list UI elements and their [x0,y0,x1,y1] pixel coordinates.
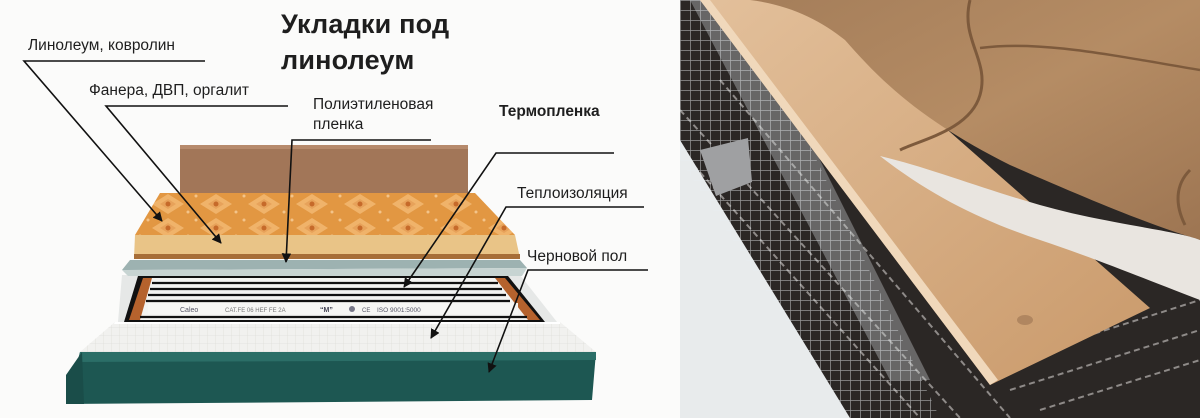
label-thermofilm: Термопленка [499,103,600,120]
layer-diagram: Caleo CAT.FE 06 HEF FE 2A “M” CE ISO 900… [22,6,648,404]
diagram-title: Укладки под линолеум [281,6,449,78]
polyethylene-layer [122,260,527,276]
label-plywood: Фанера, ДВП, оргалит [89,82,250,99]
svg-text:Caleo: Caleo [180,307,198,314]
subfloor-layer [66,352,596,404]
plywood-layer [134,235,520,258]
svg-text:ISO 9001:5000: ISO 9001:5000 [377,307,421,314]
label-polyethylene-2: пленка [313,116,364,133]
leader-lines [22,60,648,373]
label-polyethylene-1: Полиэтиленовая [313,96,434,113]
installation-photo [680,0,1200,418]
label-insulation: Теплоизоляция [517,185,628,202]
label-subfloor: Черновой пол [527,248,628,265]
thermofilm-layer: Caleo CAT.FE 06 HEF FE 2A “M” CE ISO 900… [118,275,557,322]
svg-text:CAT.FE 06 HEF FE 2A: CAT.FE 06 HEF FE 2A [225,308,286,314]
photo-illustration [680,0,1200,418]
linoleum-layer [135,193,515,235]
title-line-2: линолеум [281,45,415,75]
svg-text:“M”: “M” [320,307,333,314]
insulation-layer [80,322,596,352]
wall-panel [180,145,468,195]
title-line-1: Укладки под [281,9,450,39]
layer-stack-illustration: Caleo CAT.FE 06 HEF FE 2A “M” CE ISO 900… [22,60,648,404]
svg-text:CE: CE [362,308,370,314]
label-linoleum: Линолеум, ковролин [28,37,175,54]
